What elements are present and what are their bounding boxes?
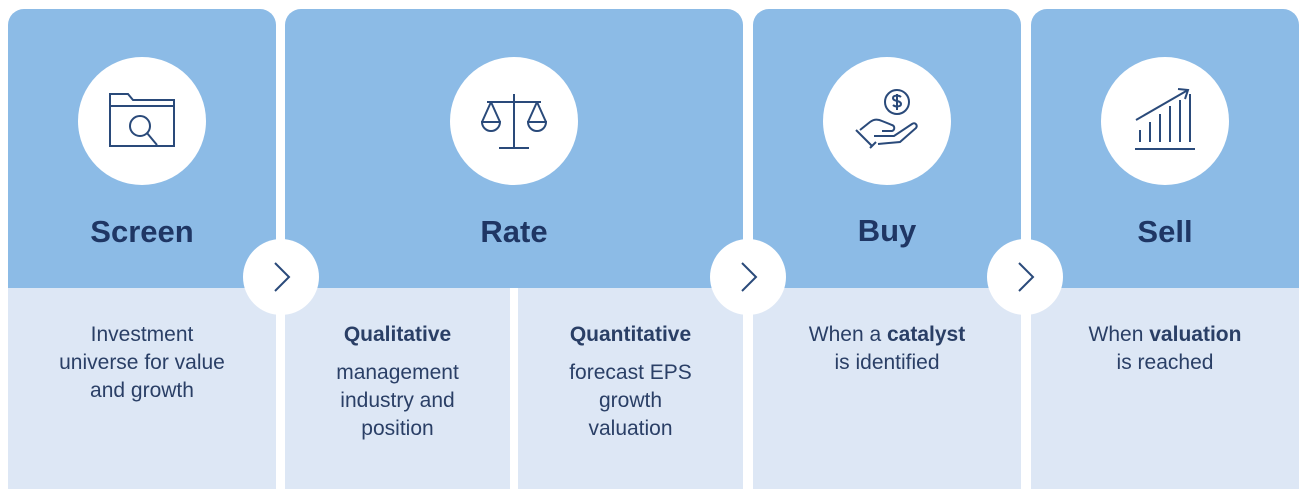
step-sell: Sell When valuation is reached [1031,9,1299,489]
step-description: Investment universe for value and growth [8,321,276,405]
step-header: Sell [1031,9,1299,288]
step-description-panel: Qualitative management industry and posi… [285,288,743,489]
step-buy: Buy When a catalyst is identified [753,9,1021,489]
icon-circle [450,57,578,185]
step-title: Rate [480,214,548,249]
desc-line: universe for value [59,351,225,374]
icon-circle [1101,57,1229,185]
desc-emphasis: valuation [1149,323,1242,346]
quantitative-heading: Quantitative [569,323,692,346]
chevron-right-icon [1018,262,1035,292]
qualitative-heading: Qualitative [343,323,452,346]
step-description: When a catalyst is identified [753,321,1021,377]
step-title: Screen [90,214,194,249]
icon-circle [823,57,951,185]
step-rate: Rate Qualitative management industry and… [285,9,743,489]
next-step-arrow [987,239,1063,315]
step-description-panel: When valuation is reached [1031,288,1299,489]
quantitative-panel: Quantitative forecast EPS growth valuati… [518,288,743,489]
quantitative-text: Quantitative forecast EPS growth valuati… [518,321,743,443]
desc-line: and growth [90,379,194,402]
chevron-right-icon [274,262,291,292]
desc-line: industry and [340,389,455,412]
chevron-right-icon [741,262,758,292]
desc-line: management [336,361,459,384]
growth-chart-icon [1135,88,1195,150]
step-header: Screen [8,9,276,288]
desc-line: growth [598,389,663,412]
step-description-panel: Investment universe for value and growth [8,288,276,489]
step-title: Buy [857,213,917,248]
desc-line: is reached [1116,351,1214,374]
step-header: Rate [285,9,743,288]
desc-line: is identified [834,351,940,374]
next-step-arrow [710,239,786,315]
qualitative-text: Qualitative management industry and posi… [285,321,510,443]
step-description: When valuation is reached [1031,321,1299,377]
icon-circle [78,57,206,185]
step-title: Sell [1137,214,1193,249]
step-header: Buy [753,9,1021,288]
qualitative-panel: Qualitative management industry and posi… [285,288,510,489]
desc-line: forecast EPS [569,361,692,384]
balance-scale-icon [480,94,548,149]
step-screen: Screen Investment universe for value and… [8,9,276,489]
desc-text: When a [808,323,887,346]
step-description-panel: When a catalyst is identified [753,288,1021,489]
folder-search-icon [109,93,175,147]
hand-coin-icon [855,89,918,149]
desc-text: When [1088,323,1150,346]
desc-line: position [361,417,434,440]
next-step-arrow [243,239,319,315]
desc-emphasis: catalyst [887,323,966,346]
desc-line: Investment [90,323,194,346]
desc-line: valuation [588,417,673,440]
